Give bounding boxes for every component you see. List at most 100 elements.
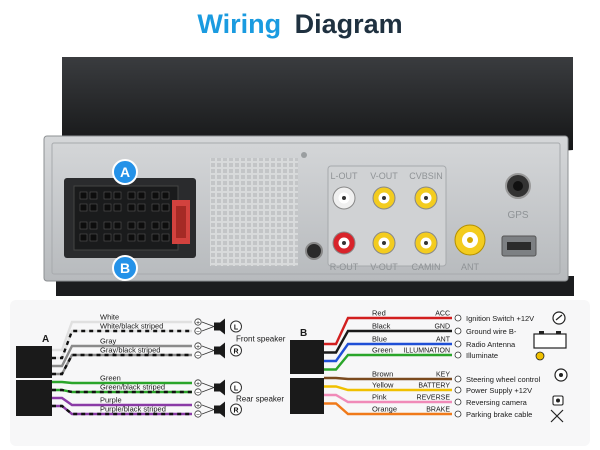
connector-pin — [79, 191, 88, 200]
connector-pin — [79, 203, 88, 212]
badge-a: A — [112, 159, 138, 185]
title-part-1: Wiring — [197, 9, 281, 39]
polarity-sign: − — [196, 390, 200, 397]
right-wire-function: KEY — [436, 372, 450, 379]
connector-pin — [89, 191, 98, 200]
right-wire-function: ACC — [435, 311, 450, 318]
right-wire-function: BRAKE — [426, 407, 450, 414]
right-wire-color: Red — [372, 309, 386, 318]
right-wire-target: Reversing camera — [466, 398, 528, 407]
connector-pin — [103, 221, 112, 230]
back-plate-inner — [51, 142, 561, 275]
right-wire-function: GND — [434, 324, 450, 331]
connector-pin — [113, 203, 122, 212]
right-harness-label: B — [300, 328, 307, 339]
battery-icon — [533, 331, 567, 349]
connector-pin — [151, 233, 160, 242]
right-wire: Brown KEY Steering wheel control — [324, 370, 541, 384]
antenna-socket — [454, 224, 486, 256]
left-wire-label: Green/black striped — [100, 383, 165, 392]
front-speaker-label: Front speaker — [236, 335, 286, 344]
connector-pin — [137, 233, 146, 242]
ignition-key-icon — [552, 311, 566, 325]
gps-label: GPS — [507, 210, 528, 221]
left-wire: Green+ — [52, 374, 215, 388]
rca-socket — [414, 186, 438, 210]
polarity-sign: + — [196, 403, 200, 410]
connector-pin — [89, 203, 98, 212]
usb-port — [501, 235, 537, 257]
left-wire: White/black striped− — [52, 322, 215, 360]
polarity-sign: − — [196, 353, 200, 360]
terminal-dot — [454, 351, 462, 359]
steering-wheel-icon — [554, 368, 568, 382]
connector-pin — [151, 191, 160, 200]
connector-pin — [151, 221, 160, 230]
badge-b-label: B — [120, 260, 130, 276]
left-wire-label: Purple/black striped — [100, 405, 166, 414]
iso-connector — [64, 178, 196, 258]
left-wire: Gray/black striped − — [52, 346, 215, 376]
connector-pin — [103, 233, 112, 242]
connector-pin — [113, 221, 122, 230]
left-wire: Purple+ — [52, 396, 215, 410]
left-wire-label: Gray/black striped — [100, 346, 160, 355]
badge-b: B — [112, 255, 138, 281]
right-wire-target: Power Supply +12V — [466, 386, 532, 395]
speaker-icon: L — [214, 318, 242, 335]
right-wire-function: REVERSE — [417, 395, 451, 402]
badge-a-label: A — [120, 164, 130, 180]
rca-socket — [372, 186, 396, 210]
speaker-channel: R — [233, 349, 238, 356]
right-wire-color: Green — [372, 346, 393, 355]
parking-brake-icon — [550, 409, 564, 423]
speaker-icon: R — [214, 342, 242, 359]
polarity-sign: + — [196, 344, 200, 351]
connector-pin — [103, 191, 112, 200]
right-wire-function: ANT — [436, 337, 451, 344]
right-wire-target: Steering wheel control — [466, 375, 541, 384]
right-wire-color: Black — [372, 322, 391, 331]
connector-pin — [89, 233, 98, 242]
connector-pin — [137, 221, 146, 230]
connector-pin — [127, 203, 136, 212]
mic-jack — [305, 242, 323, 260]
connector-pin — [161, 233, 170, 242]
right-wire-target: Parking brake cable — [466, 410, 532, 419]
connector-pin — [127, 233, 136, 242]
polarity-sign: + — [196, 320, 200, 327]
left-wire: Purple/black striped− — [52, 405, 215, 419]
connector-pin — [79, 221, 88, 230]
gps-socket: GPS — [505, 173, 531, 221]
left-wire-label: White — [100, 313, 119, 322]
camera-icon — [552, 395, 564, 406]
rca-socket — [332, 231, 356, 255]
rear-speaker-label: Rear speaker — [236, 395, 284, 404]
right-wire-color: Yellow — [372, 381, 394, 390]
connector-pin — [161, 221, 170, 230]
right-connector-lower — [290, 378, 324, 414]
rca-label-cam-in: CAMIN — [412, 262, 441, 272]
right-wire-color: Brown — [372, 370, 393, 379]
connector-pin — [113, 191, 122, 200]
rca-label-l-out: L-OUT — [331, 171, 359, 181]
connector-pin — [79, 233, 88, 242]
rca-label-cvbsin: CVBSIN — [409, 171, 443, 181]
terminal-dot — [454, 314, 462, 322]
left-wire-label: Gray — [100, 337, 117, 346]
polarity-sign: + — [196, 381, 200, 388]
title-text: Wiring Diagram — [197, 9, 402, 39]
vent-grill — [210, 158, 298, 266]
rca-socket — [414, 231, 438, 255]
connector-pin — [137, 203, 146, 212]
right-wire-target: Illuminate — [466, 351, 498, 360]
terminal-dot — [454, 410, 462, 418]
